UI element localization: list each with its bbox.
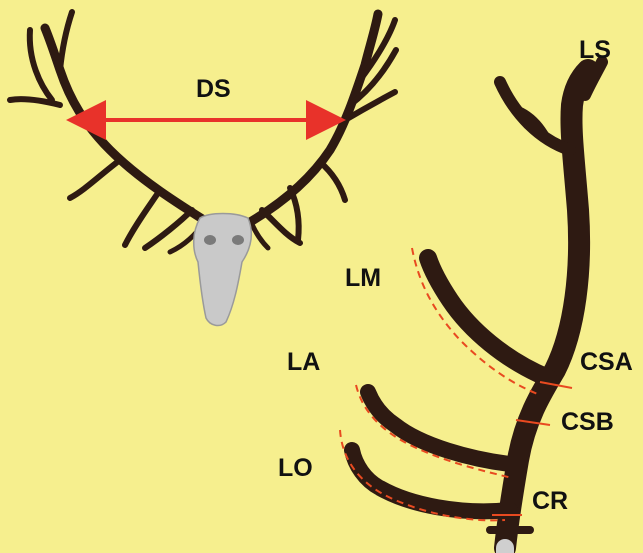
ls-label: LS xyxy=(579,38,611,63)
lm-label: LM xyxy=(345,266,381,291)
ds-label: DS xyxy=(196,77,231,102)
csb-label: CSB xyxy=(561,410,614,435)
lo-label: LO xyxy=(278,456,313,481)
cr-label: CR xyxy=(532,489,568,514)
deer-skull xyxy=(194,214,252,326)
la-label: LA xyxy=(287,350,320,375)
single-antler xyxy=(352,62,602,553)
csa-label: CSA xyxy=(580,350,633,375)
